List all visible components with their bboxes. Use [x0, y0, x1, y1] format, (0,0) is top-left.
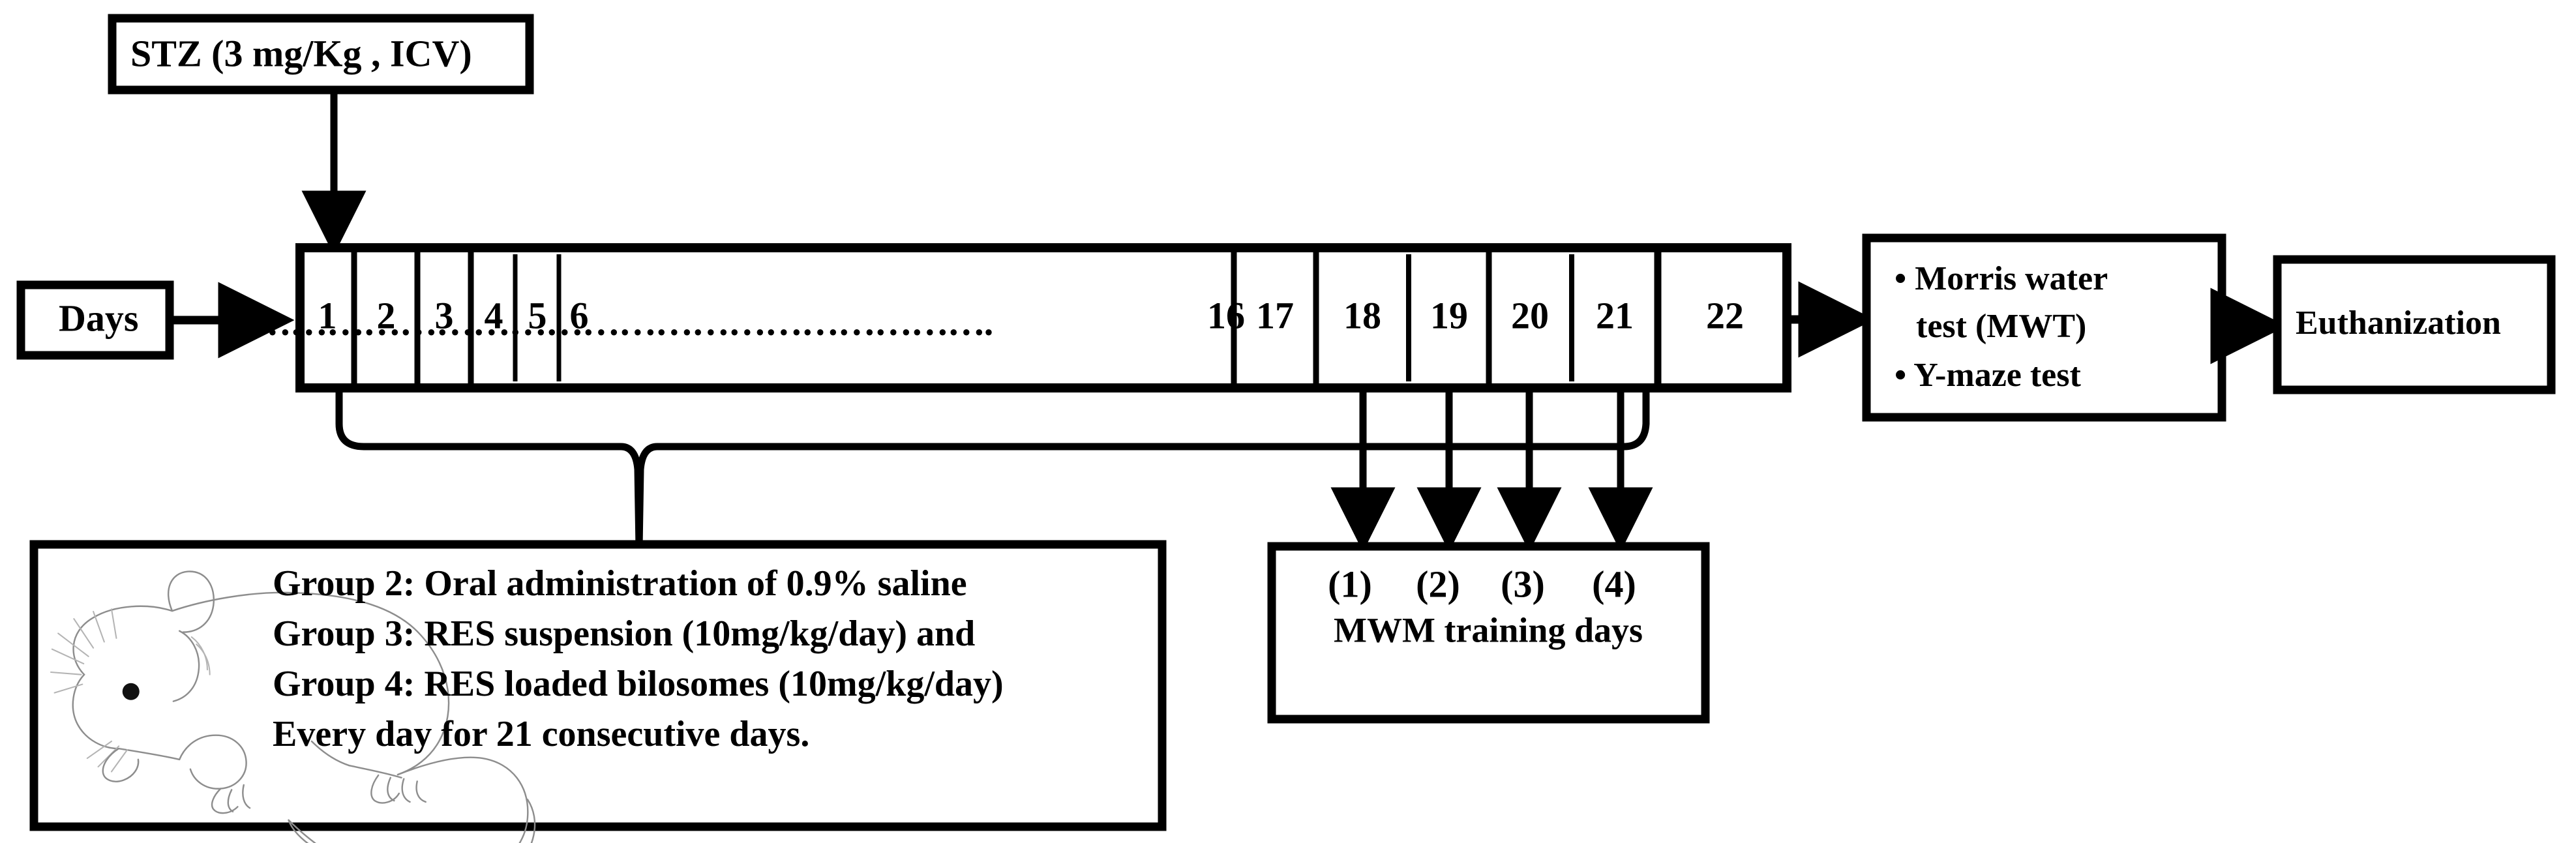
timeline-cell-6-dots: ……………………………………………………. — [254, 301, 993, 343]
stz-box-label: STZ (3 mg/Kg , ICV) — [130, 32, 472, 74]
groups-line-4: Every day for 21 consecutive days. — [273, 714, 809, 754]
days-box-label: Days — [59, 297, 138, 339]
timeline-bar — [295, 243, 1791, 392]
timeline-cell-20: 20 — [1511, 294, 1549, 336]
behavioural-tests-box — [1862, 233, 2226, 422]
timeline-cell-6-prefix: 6 — [570, 294, 589, 336]
timeline-cell-3: 3 — [435, 294, 454, 336]
mwm-caption: MWM training days — [1334, 610, 1643, 649]
tests-line-1: • Morris water — [1895, 260, 2108, 297]
mwm-marker-2: (2) — [1416, 563, 1460, 605]
timeline-cell-18: 18 — [1343, 294, 1381, 336]
days-box — [16, 280, 174, 360]
mwm-marker-1: (1) — [1328, 563, 1372, 605]
timeline-cell-4: 4 — [485, 294, 503, 336]
timeline-cell-19: 19 — [1430, 294, 1468, 336]
stz-box — [108, 14, 534, 95]
mwm-training-box — [1267, 542, 1710, 724]
timeline-cell-22: 22 — [1706, 294, 1744, 336]
euthanization-box — [2273, 255, 2556, 394]
groups-line-3: Group 4: RES loaded bilosomes (10mg/kg/d… — [273, 664, 1004, 704]
timeline-cell-17: 17 — [1256, 294, 1294, 336]
groups-line-2: Group 3: RES suspension (10mg/kg/day) an… — [273, 614, 975, 654]
tests-line-3: • Y-maze test — [1895, 357, 2081, 394]
timeline-cell-21: 21 — [1596, 294, 1634, 336]
mwm-marker-3: (3) — [1501, 563, 1545, 605]
timeline-cell-6-suffix: 16 — [1207, 294, 1245, 336]
groups-line-1: Group 2: Oral administration of 0.9% sal… — [273, 563, 967, 604]
euthanization-box-label: Euthanization — [2296, 304, 2501, 342]
mwm-marker-4: (4) — [1592, 563, 1636, 605]
tests-line-2: test (MWT) — [1916, 308, 2086, 345]
timeline-cell-5: 5 — [528, 294, 547, 336]
groups-box — [29, 540, 1167, 831]
timeline-cell-1: 1 — [318, 294, 337, 336]
timeline-cell-2: 2 — [377, 294, 396, 336]
treatment-period-brace — [335, 388, 1650, 548]
rat-illustration-icon — [50, 570, 536, 843]
